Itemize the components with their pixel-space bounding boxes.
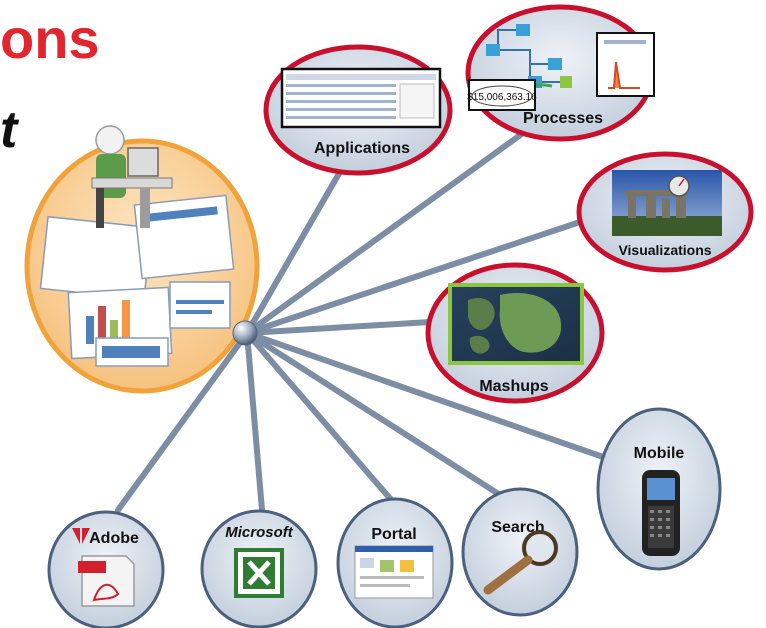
spoke-mobile: [244, 330, 609, 461]
node-mashups[interactable]: Mashups: [425, 262, 605, 404]
spoke-visualizations: [244, 219, 583, 336]
label-mobile: Mobile: [634, 445, 685, 462]
adobe-logo-icon: [72, 528, 90, 544]
magnifying-glass-icon: [483, 530, 558, 595]
hub-connector-ball: [232, 320, 258, 346]
spoke-processes: [244, 125, 533, 336]
node-visualizations[interactable]: Visualizations: [576, 151, 754, 273]
title-text-ons: ons: [0, 7, 100, 70]
excel-icon: [234, 548, 284, 598]
title-fragment-italic: t: [0, 101, 18, 159]
node-search[interactable]: Search: [461, 487, 579, 617]
label-applications: Applications: [314, 140, 410, 157]
pdf-document-icon: [78, 555, 135, 607]
label-mashups: Mashups: [479, 378, 548, 395]
report-pages-icon: [39, 194, 235, 367]
node-processes[interactable]: $15,006,363.16 Processes: [465, 4, 655, 142]
smartphone-icon: [642, 470, 680, 556]
label-search: Search: [491, 519, 544, 536]
node-excel[interactable]: Microsoft: [200, 509, 318, 628]
node-applications[interactable]: Applications: [263, 44, 453, 176]
microsoft-logo: Microsoft: [225, 524, 294, 541]
label-visualizations: Visualizations: [618, 242, 711, 258]
user-at-desk-icon: [91, 125, 173, 228]
node-portal[interactable]: Portal: [336, 497, 454, 628]
spoke-search: [244, 330, 511, 503]
label-processes: Processes: [523, 110, 603, 127]
spoke-portal: [244, 330, 403, 513]
spoke-excel: [244, 330, 265, 513]
connector-lines: [115, 125, 609, 513]
node-mobile[interactable]: Mobile: [596, 407, 722, 571]
spoke-mashups: [244, 319, 433, 336]
spoke-adobe: [115, 330, 250, 513]
adobe-brand-text: Adobe: [89, 530, 139, 547]
spoke-applications: [244, 155, 351, 336]
process-amount: $15,006,363.16: [467, 92, 537, 103]
node-adobe[interactable]: Adobe: [47, 510, 165, 628]
label-portal: Portal: [371, 526, 416, 543]
user-node: [24, 125, 260, 394]
